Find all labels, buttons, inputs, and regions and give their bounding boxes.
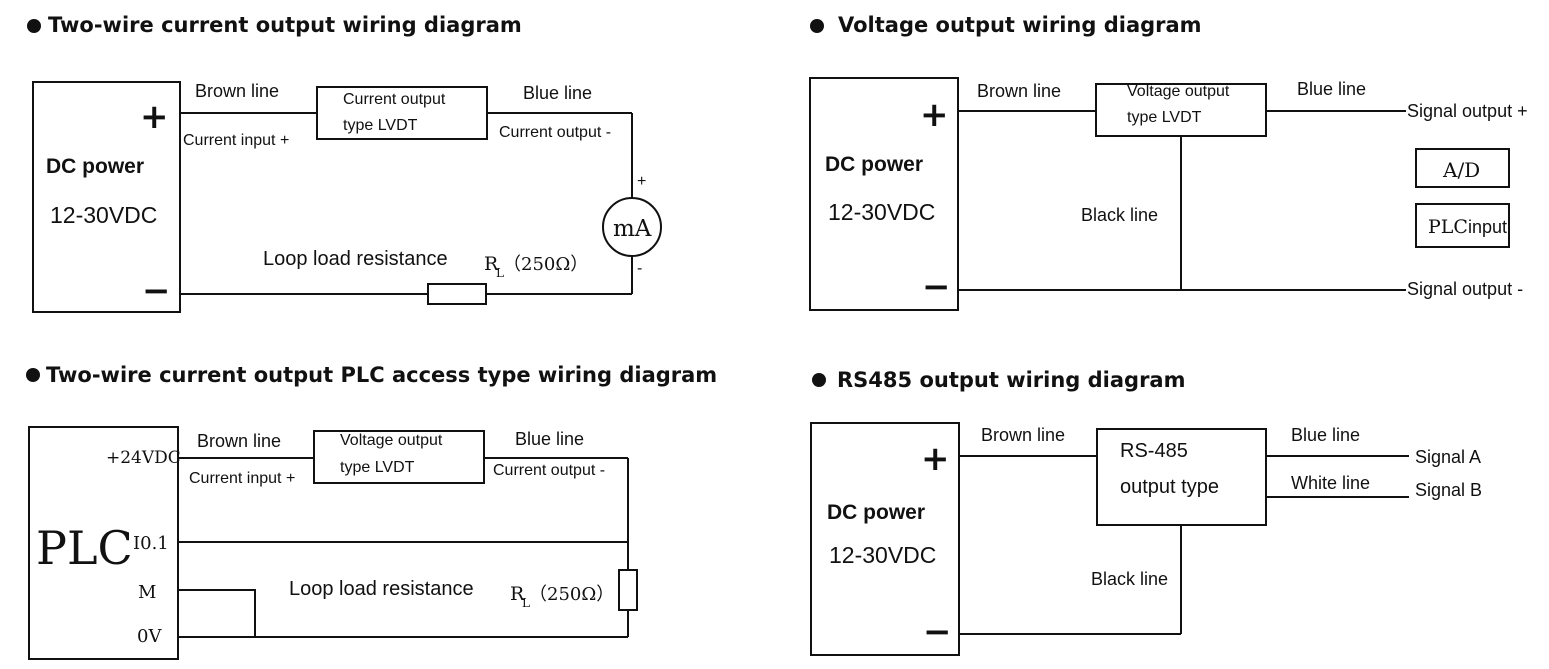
ad-converter-box — [1415, 148, 1510, 188]
terminal-m: M — [138, 582, 156, 603]
blue-line-label: Blue line — [515, 429, 584, 449]
black-line-label: Black line — [1081, 205, 1158, 225]
dc-power-label: DC power — [825, 153, 923, 176]
terminal-io: I0.1 — [133, 533, 169, 554]
current-input-label: Current input + — [183, 132, 289, 149]
blue-line-label: Blue line — [1297, 79, 1366, 99]
lvdt-sensor-box — [316, 86, 488, 140]
terminal-24vdc: +24VDC — [106, 448, 181, 468]
dc-power-box — [810, 422, 960, 656]
bullet-icon — [812, 373, 826, 387]
bullet-icon — [810, 19, 824, 33]
load-resistor — [427, 283, 487, 305]
terminal-0v: 0V — [137, 626, 162, 647]
bullet-icon — [26, 368, 40, 382]
dc-power-label: DC power — [46, 155, 144, 178]
rl-symbol: R — [484, 253, 499, 275]
load-resistor — [618, 569, 638, 611]
diagram-title: Two-wire current output wiring diagram — [48, 13, 522, 37]
sensor-label-line1: Current output — [343, 91, 446, 108]
black-line-label: Black line — [1091, 569, 1168, 589]
milliammeter-label: mA — [613, 216, 652, 242]
loop-load-label: Loop load resistance — [263, 248, 448, 270]
diagram-title: Voltage output wiring diagram — [838, 13, 1202, 37]
plc-label: PLC — [36, 521, 133, 575]
diagram-rs485-output: RS485 output wiring diagram + − DC power… — [810, 368, 1482, 656]
voltage-range: 12-30VDC — [829, 542, 936, 568]
diagram-title: Two-wire current output PLC access type … — [46, 363, 717, 387]
signal-b-label: Signal B — [1415, 480, 1482, 500]
rl-subscript: L — [496, 266, 504, 280]
rs485-module-box — [1096, 428, 1267, 526]
diagram-two-wire-current: Two-wire current output wiring diagram +… — [27, 13, 662, 313]
sensor-label-line2: type LVDT — [343, 117, 418, 134]
current-input-label: Current input + — [189, 470, 295, 487]
bullet-icon — [27, 19, 41, 33]
sensor-label-line1: Voltage output — [340, 432, 443, 449]
rl-value: （250Ω） — [529, 584, 614, 605]
current-output-label: Current output - — [499, 124, 611, 141]
dc-power-label: DC power — [827, 501, 925, 524]
sensor-label-line2: type LVDT — [340, 459, 415, 476]
signal-output-plus: Signal output + — [1407, 101, 1528, 121]
diagram-title: RS485 output wiring diagram — [837, 368, 1185, 392]
minus-terminal: − — [142, 271, 171, 311]
brown-line-label: Brown line — [981, 425, 1065, 445]
dc-power-box — [32, 81, 181, 313]
signal-output-minus: Signal output - — [1407, 279, 1523, 299]
loop-load-label: Loop load resistance — [289, 578, 474, 600]
meter-minus: - — [637, 260, 642, 277]
m-bridge-wire — [178, 589, 256, 637]
lvdt-sensor-box — [1095, 83, 1267, 137]
minus-terminal: − — [923, 612, 952, 652]
voltage-range: 12-30VDC — [828, 199, 935, 225]
sensor-label-line2: type LVDT — [1127, 109, 1202, 126]
rl-subscript: L — [522, 596, 530, 610]
plc-input-label: PLCinput — [1428, 216, 1507, 238]
plus-terminal: + — [921, 439, 950, 479]
diagram-voltage-output: Voltage output wiring diagram + − DC pow… — [809, 13, 1528, 311]
rl-symbol: R — [510, 583, 525, 605]
blue-line-label: Blue line — [523, 83, 592, 103]
brown-line-label: Brown line — [977, 81, 1061, 101]
blue-line-label: Blue line — [1291, 425, 1360, 445]
sensor-label-line1: Voltage output — [1127, 83, 1230, 100]
module-label-line1: RS-485 — [1120, 440, 1188, 462]
rl-value: （250Ω） — [503, 254, 588, 275]
lvdt-sensor-box — [313, 430, 485, 484]
current-output-label: Current output - — [493, 462, 605, 479]
brown-line-label: Brown line — [197, 431, 281, 451]
plc-input-box — [1415, 203, 1510, 248]
dc-power-box — [809, 77, 959, 311]
white-line-label: White line — [1291, 473, 1370, 493]
module-label-line2: output type — [1120, 476, 1219, 498]
plus-terminal: + — [920, 95, 949, 135]
meter-plus: + — [637, 173, 646, 190]
plc-box — [28, 426, 179, 660]
ad-label: A/D — [1442, 158, 1480, 182]
diagram-plc-access: Two-wire current output PLC access type … — [26, 363, 717, 660]
minus-terminal: − — [922, 267, 951, 307]
plus-terminal: + — [140, 97, 169, 137]
signal-a-label: Signal A — [1415, 447, 1481, 467]
voltage-range: 12-30VDC — [50, 202, 157, 228]
brown-line-label: Brown line — [195, 81, 279, 101]
